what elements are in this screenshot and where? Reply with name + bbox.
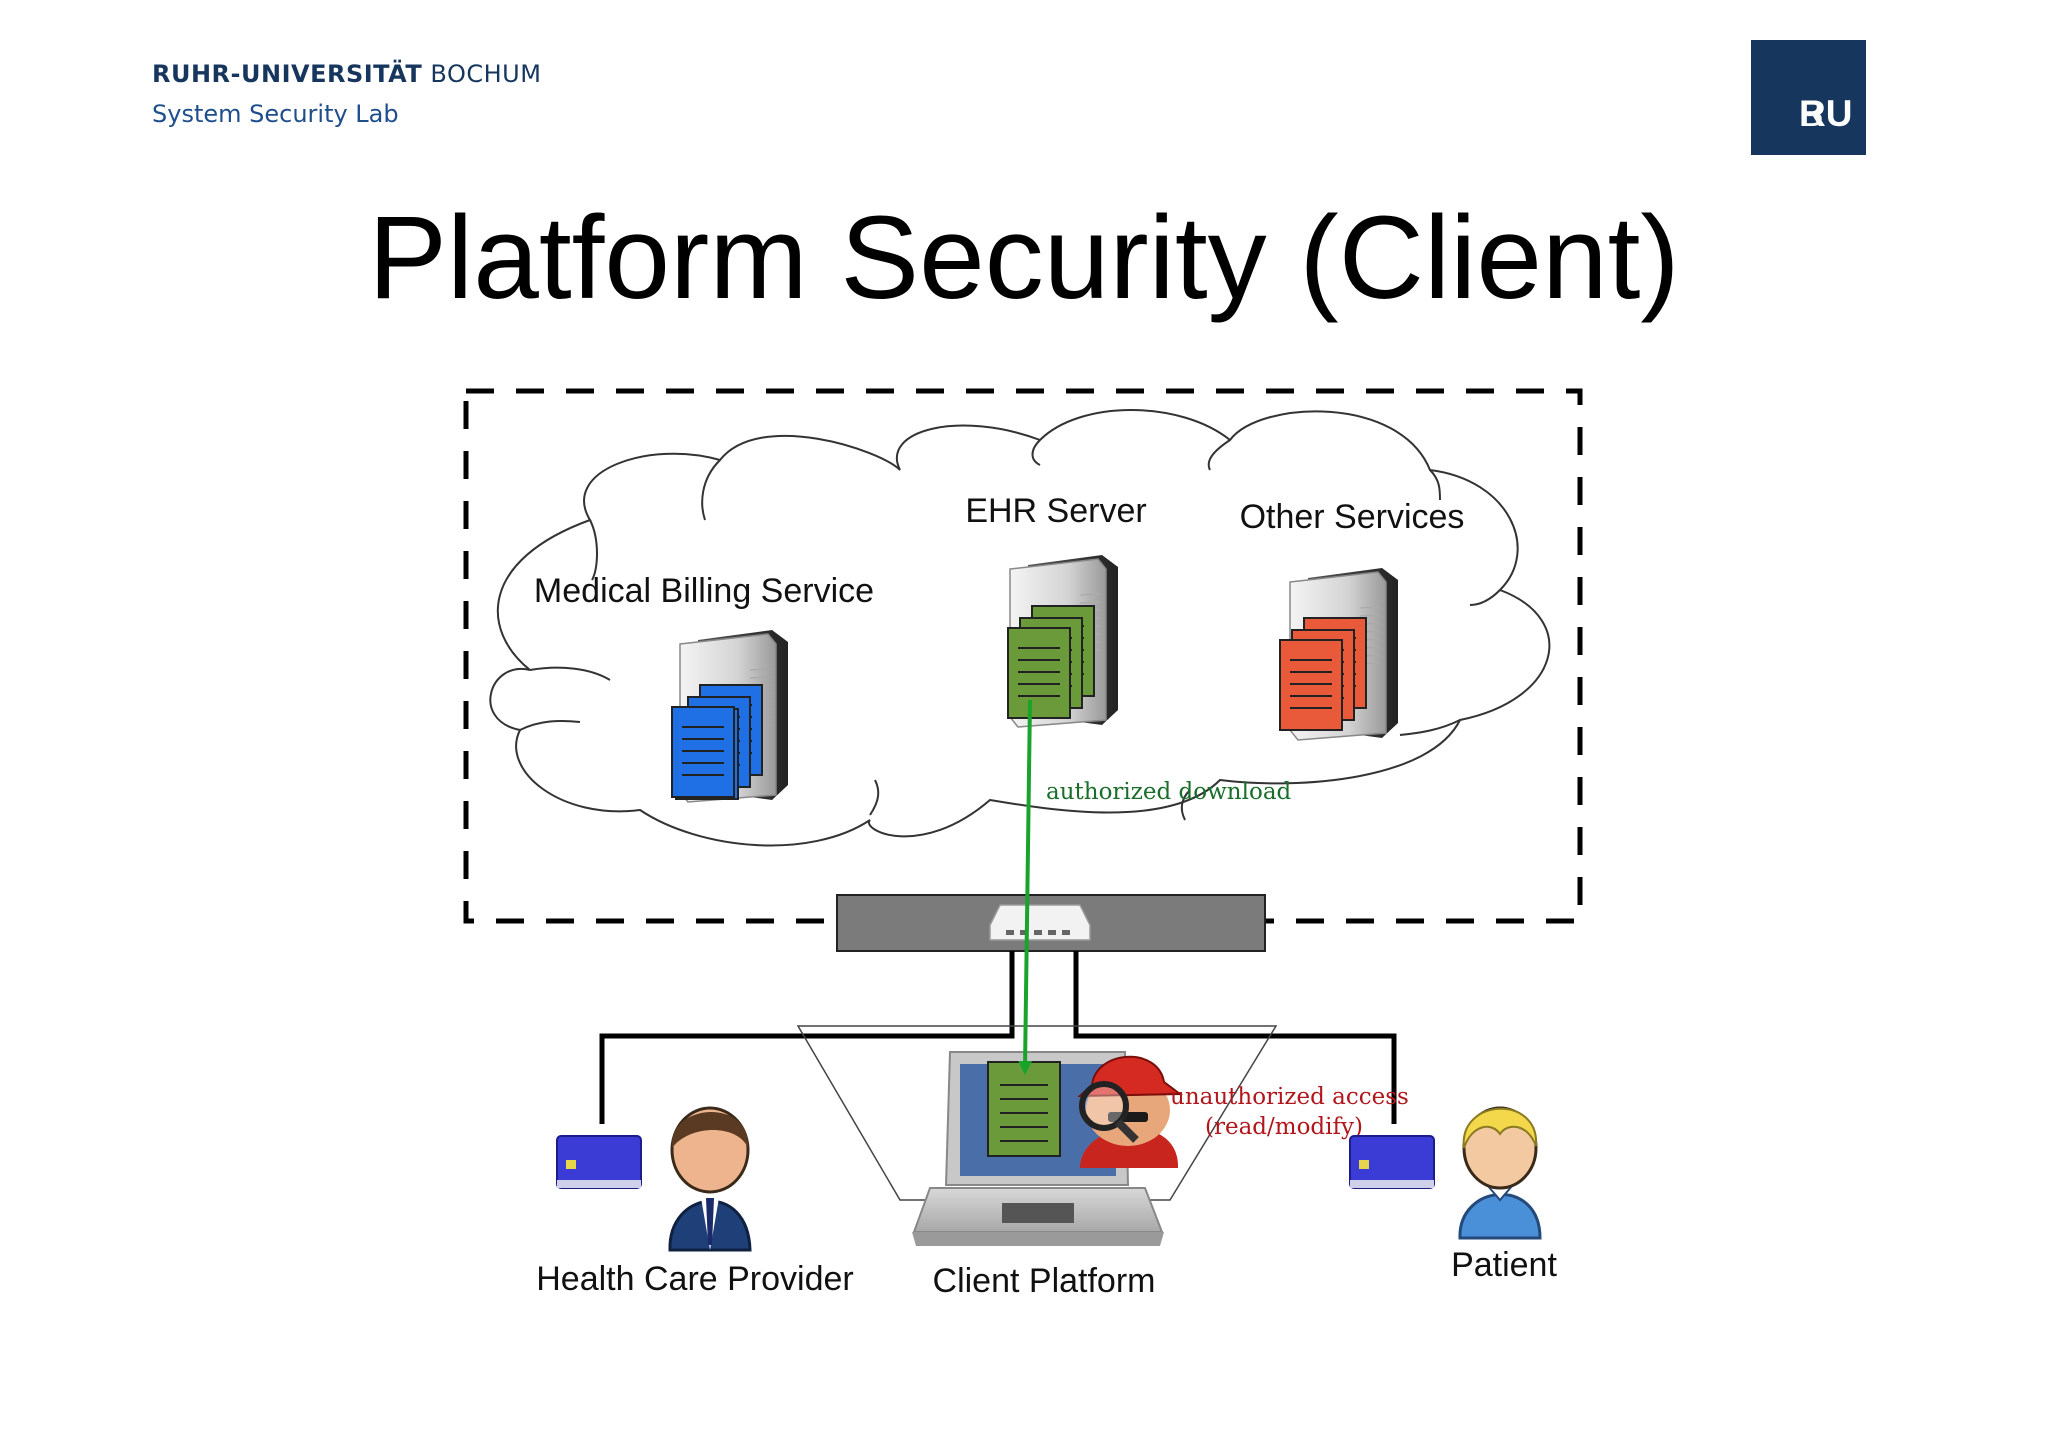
cloud-detail bbox=[529, 666, 611, 681]
billing-server-icon bbox=[671, 629, 789, 803]
provider-smartcard-icon bbox=[556, 1135, 642, 1189]
provider-label: Health Care Provider bbox=[536, 1260, 853, 1298]
institution-name-bold: RUHR-UNIVERSITÄT bbox=[152, 60, 423, 88]
unauthorized-access-label: unauthorized access bbox=[1170, 1084, 1409, 1110]
ehr-server-label: EHR Server bbox=[965, 492, 1146, 530]
ehr-server-icon bbox=[1007, 554, 1119, 728]
cloud-detail bbox=[701, 459, 721, 521]
client-document-lines bbox=[1000, 1084, 1048, 1142]
patient-label: Patient bbox=[1451, 1246, 1557, 1284]
cloud-detail bbox=[1469, 589, 1501, 606]
client-platform-label: Client Platform bbox=[933, 1262, 1156, 1300]
attacker-icon bbox=[1077, 1055, 1183, 1168]
cloud-detail bbox=[1180, 789, 1191, 821]
network-wires-inner bbox=[1010, 951, 1078, 1030]
cloud-detail bbox=[519, 720, 581, 731]
patient-smartcard-icon bbox=[1349, 1135, 1435, 1189]
cloud-detail bbox=[1207, 439, 1231, 471]
cloud-detail bbox=[1031, 439, 1041, 466]
other-services-server-icon bbox=[1279, 567, 1399, 741]
authorized-download-arrow bbox=[1018, 699, 1033, 1075]
institution-name: RUHR-UNIVERSITÄT BOCHUM bbox=[152, 60, 541, 88]
health-care-provider-icon bbox=[668, 1106, 752, 1252]
router-icon bbox=[989, 904, 1091, 941]
cloud-detail bbox=[589, 519, 598, 581]
authorized-download-label: authorized download bbox=[1046, 779, 1292, 805]
billing-service-label: Medical Billing Service bbox=[534, 572, 874, 610]
logo-rest-text: B bbox=[1799, 93, 1824, 134]
institution-name-rest: BOCHUM bbox=[430, 60, 542, 88]
cloud-detail bbox=[1429, 469, 1441, 501]
patient-icon bbox=[1458, 1106, 1542, 1240]
cloud-detail bbox=[1399, 719, 1461, 736]
logo-bold-text: RU bbox=[1799, 93, 1853, 134]
other-services-label: Other Services bbox=[1240, 498, 1465, 536]
unauthorized-access-sub-label: (read/modify) bbox=[1205, 1114, 1363, 1140]
cloud-detail bbox=[869, 779, 880, 816]
slide-title: Platform Security (Client) bbox=[368, 192, 1680, 324]
lab-name: System Security Lab bbox=[152, 100, 399, 128]
client-zoom-outline bbox=[796, 1025, 1278, 1201]
